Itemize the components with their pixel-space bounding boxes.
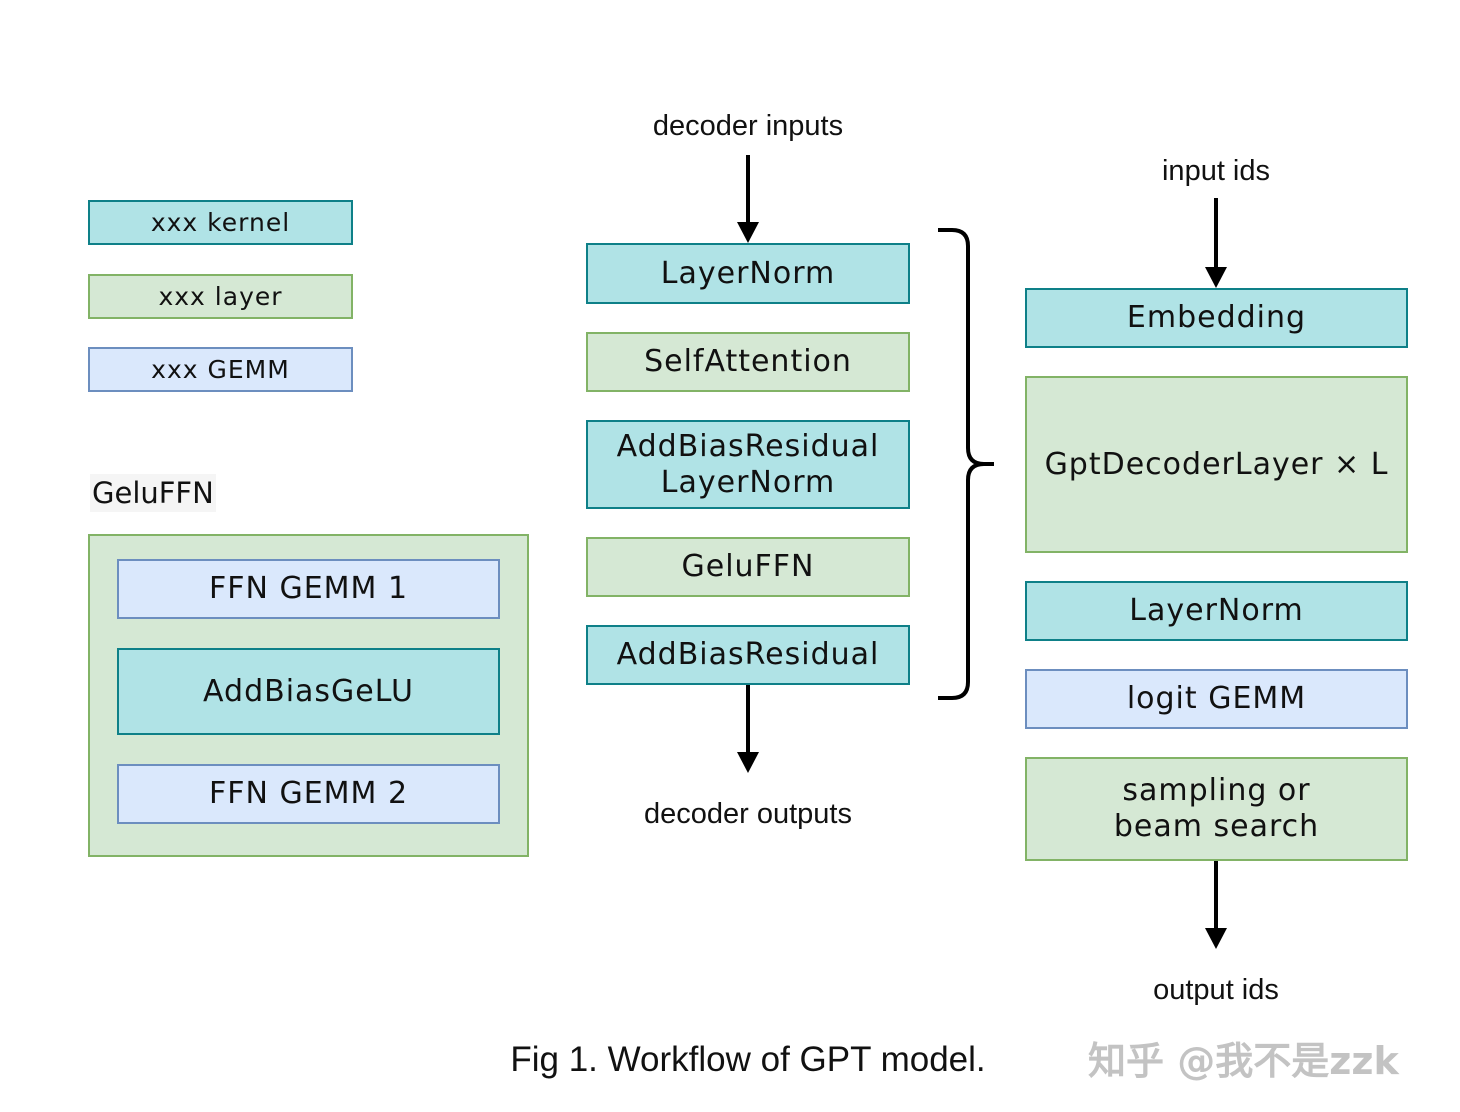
addbias-residual-layernorm-label: AddBiasResidual LayerNorm bbox=[616, 428, 880, 500]
ffn-gemm-2-label: FFN GEMM 2 bbox=[208, 776, 409, 811]
addbias-residual-label: AddBiasResidual bbox=[616, 637, 880, 672]
ffn-gemm-1-label: FFN GEMM 1 bbox=[208, 571, 409, 606]
curly-brace bbox=[938, 228, 994, 700]
gpt-decoder-layer-label: GptDecoderLayer × L bbox=[1044, 446, 1389, 482]
decoder-output-arrowhead bbox=[737, 752, 759, 773]
sampling-label: sampling or beam search bbox=[1113, 773, 1320, 844]
figure-caption: Fig 1. Workflow of GPT model. bbox=[510, 1040, 986, 1079]
output-ids-arrowhead bbox=[1205, 928, 1227, 949]
addbias-residual-box: AddBiasResidual bbox=[586, 625, 910, 685]
gpt-layernorm-box: LayerNorm bbox=[1025, 581, 1408, 641]
self-attention-label: SelfAttention bbox=[644, 344, 852, 379]
legend-layer: xxx layer bbox=[88, 274, 353, 319]
decoder-layernorm-label: LayerNorm bbox=[660, 255, 836, 291]
input-ids-arrowhead bbox=[1205, 267, 1227, 288]
self-attention-box: SelfAttention bbox=[586, 332, 910, 392]
input-ids-label: input ids bbox=[1161, 155, 1271, 187]
decoder-outputs-label: decoder outputs bbox=[644, 798, 852, 830]
legend-gemm-label: xxx GEMM bbox=[151, 354, 290, 384]
legend-kernel-label: xxx kernel bbox=[150, 207, 291, 237]
addbias-residual-layernorm-box: AddBiasResidual LayerNorm bbox=[586, 420, 910, 509]
legend-gemm: xxx GEMM bbox=[88, 347, 353, 392]
sampling-box: sampling or beam search bbox=[1025, 757, 1408, 861]
embedding-label: Embedding bbox=[1126, 300, 1307, 335]
watermark: 知乎 @我不是zzk bbox=[1088, 1039, 1399, 1083]
logit-gemm-label: logit GEMM bbox=[1126, 681, 1307, 716]
output-ids-label: output ids bbox=[1153, 974, 1279, 1006]
ffn-gemm-2-box: FFN GEMM 2 bbox=[117, 764, 500, 824]
logit-gemm-box: logit GEMM bbox=[1025, 669, 1408, 729]
decoder-geluffn-box: GeluFFN bbox=[586, 537, 910, 597]
legend-kernel: xxx kernel bbox=[88, 200, 353, 245]
decoder-inputs-label: decoder inputs bbox=[652, 110, 844, 142]
addbias-gelu-box: AddBiasGeLU bbox=[117, 648, 500, 735]
geluffn-title: GeluFFN bbox=[90, 474, 216, 512]
decoder-geluffn-label: GeluFFN bbox=[681, 549, 815, 584]
decoder-input-arrowhead bbox=[737, 222, 759, 243]
embedding-box: Embedding bbox=[1025, 288, 1408, 348]
legend-layer-label: xxx layer bbox=[158, 281, 283, 311]
ffn-gemm-1-box: FFN GEMM 1 bbox=[117, 559, 500, 619]
gpt-decoder-layer-box: GptDecoderLayer × L bbox=[1025, 376, 1408, 553]
decoder-layernorm-box: LayerNorm bbox=[586, 243, 910, 304]
addbias-gelu-label: AddBiasGeLU bbox=[203, 673, 414, 709]
gpt-layernorm-label: LayerNorm bbox=[1129, 593, 1304, 628]
